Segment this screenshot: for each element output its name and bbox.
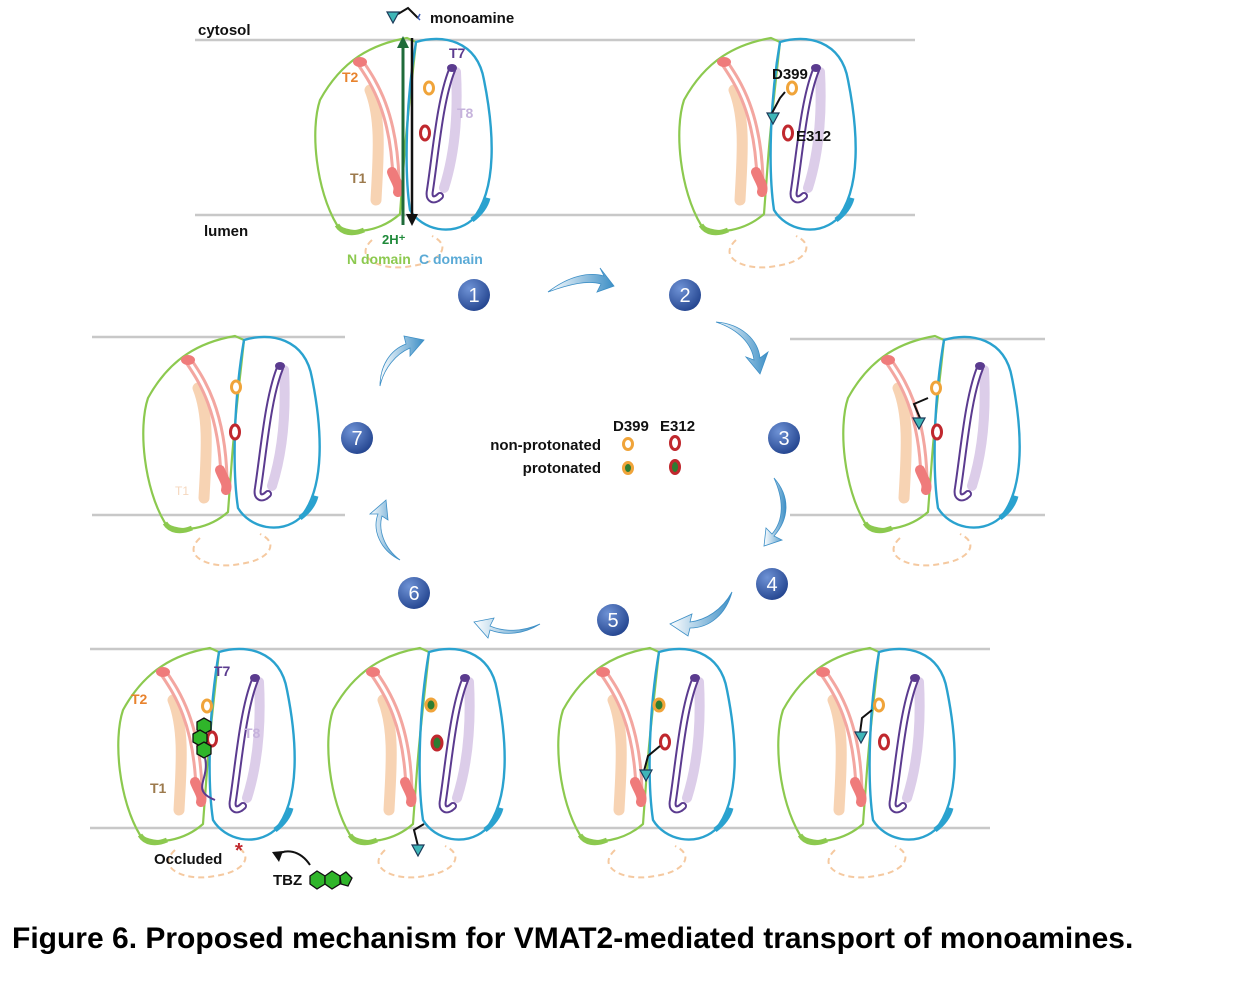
step-badge-7: 7 (341, 422, 373, 454)
e312-label: E312 (796, 128, 831, 145)
transporter-state-7 (143, 336, 319, 565)
step-badges: 1 2 3 4 5 6 7 (341, 279, 800, 636)
residue-markers (201, 80, 943, 751)
monoamine-substrates (397, 6, 929, 847)
t7-label-occluded: T7 (214, 663, 231, 679)
proton-label: 2H⁺ (382, 232, 406, 247)
svg-text:6: 6 (408, 583, 419, 605)
t7-label-state1: T7 (449, 45, 466, 61)
lumen-label: lumen (204, 223, 248, 240)
step-badge-6: 6 (398, 577, 430, 609)
cytosol-label: cytosol (198, 22, 251, 39)
tbz-label: TBZ (273, 872, 302, 889)
occluded-asterisk: * (235, 840, 243, 862)
t8-label-state1: T8 (457, 105, 474, 121)
legend-row-protonated: protonated (523, 460, 601, 477)
step-badge-4: 4 (756, 568, 788, 600)
transport-arrows (397, 36, 418, 226)
t2-label-state1: T2 (342, 69, 359, 85)
step-badge-2: 2 (669, 279, 701, 311)
t2-label-occluded: T2 (131, 691, 148, 707)
d399-label: D399 (772, 66, 808, 83)
t1-label-state1: T1 (350, 170, 367, 186)
tbz-bound-icon (192, 717, 212, 759)
figure-caption: Figure 6. Proposed mechanism for VMAT2-m… (12, 922, 1134, 955)
tbz-free-icon (309, 870, 353, 890)
t8-label-occluded: T8 (244, 725, 261, 741)
monoamine-label: monoamine (430, 10, 514, 27)
transporter-state-4 (778, 648, 954, 877)
t1-label-state7: T1 (175, 484, 189, 498)
legend-header-d399: D399 (613, 418, 649, 435)
svg-text:2: 2 (679, 285, 690, 307)
svg-text:1: 1 (468, 285, 479, 307)
cycle-arrows (368, 267, 787, 639)
t1-label-occluded: T1 (150, 780, 167, 796)
legend-header-e312: E312 (660, 418, 695, 435)
legend-row-nonprotonated: non-protonated (490, 437, 601, 454)
legend: D399 E312 non-protonated protonated (490, 418, 695, 477)
step-badge-5: 5 (597, 604, 629, 636)
svg-text:3: 3 (778, 428, 789, 450)
n-domain-label: N domain (347, 251, 411, 267)
c-domain-label: C domain (419, 251, 483, 267)
step-badge-1: 1 (458, 279, 490, 311)
svg-text:5: 5 (607, 610, 618, 632)
step-badge-3: 3 (768, 422, 800, 454)
transporter-state-3 (843, 336, 1019, 565)
svg-text:7: 7 (351, 428, 362, 450)
protonated-residues (424, 697, 666, 752)
svg-text:4: 4 (766, 574, 777, 596)
occluded-label: Occluded (154, 851, 222, 868)
transporter-state-2 (679, 38, 855, 267)
